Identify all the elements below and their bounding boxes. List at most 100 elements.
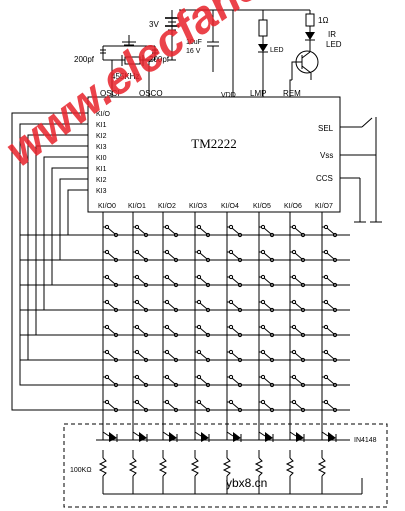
key-switch	[227, 349, 243, 363]
pin-sel: SEL	[318, 124, 334, 133]
pulldown-resistor	[285, 450, 295, 494]
pin-osco: OSCO	[139, 89, 163, 98]
key-switch	[227, 324, 243, 338]
diode-label: IN4148	[354, 437, 377, 444]
key-switch	[163, 349, 179, 363]
key-switch	[259, 274, 275, 288]
key-switch	[163, 399, 179, 413]
pin-left-1: KI1	[96, 122, 107, 129]
pin-bot-0: KI/O0	[98, 203, 116, 210]
ir-led-label: LED	[326, 40, 342, 49]
cap-main-label: 10uF	[186, 39, 202, 46]
pin-left-7: KI3	[96, 188, 107, 195]
key-switch	[227, 399, 243, 413]
key-switch	[227, 274, 243, 288]
key-switch	[133, 299, 149, 313]
pin-bot-1: KI/O1	[128, 203, 146, 210]
pulldown-resistor	[98, 450, 108, 494]
pulldown-resistor	[128, 450, 138, 494]
key-switch	[195, 249, 211, 263]
key-switch	[103, 324, 119, 338]
pin-bot-2: KI/O2	[158, 203, 176, 210]
key-switch	[163, 224, 179, 238]
pin-left-0: KI/O	[96, 111, 111, 118]
key-switch	[227, 224, 243, 238]
key-switch	[227, 249, 243, 263]
key-switch	[163, 324, 179, 338]
key-switch	[163, 274, 179, 288]
right-side	[340, 117, 382, 223]
resistor-label: 1Ω	[318, 16, 328, 25]
key-switch	[103, 224, 119, 238]
key-switch	[133, 399, 149, 413]
key-switch	[290, 249, 306, 263]
pulldown-resistor	[317, 450, 327, 494]
key-switch	[322, 349, 338, 363]
ki-wire	[19, 123, 103, 386]
battery-label: 3V	[149, 20, 159, 29]
key-switch	[290, 349, 306, 363]
key-switch	[195, 224, 211, 238]
key-matrix	[20, 212, 350, 440]
chip-name: TM2222	[191, 136, 237, 151]
key-switch	[103, 374, 119, 388]
resistor-bottom-label: 100KΩ	[70, 467, 92, 474]
key-switch	[163, 374, 179, 388]
pulldown-resistor	[190, 450, 200, 494]
diodes	[96, 431, 363, 495]
pin-left-4: KI0	[96, 155, 107, 162]
key-switch	[163, 249, 179, 263]
ki-wire	[27, 134, 103, 361]
pin-rem: REM	[283, 89, 301, 98]
key-switch	[103, 249, 119, 263]
watermark-main: www.elecfans.com	[0, 0, 357, 176]
key-switch	[195, 399, 211, 413]
ki-wire	[43, 156, 103, 311]
key-switch	[133, 249, 149, 263]
key-switch	[133, 224, 149, 238]
pin-left-3: KI3	[96, 144, 107, 151]
key-switch	[195, 274, 211, 288]
key-switch	[195, 299, 211, 313]
key-switch	[322, 374, 338, 388]
left-pins: KI/O KI1 KI2 KI3 KI0 KI1 KI2 KI3	[96, 111, 111, 195]
key-switch	[103, 299, 119, 313]
crystal	[124, 56, 141, 65]
pin-bot-4: KI/O4	[221, 203, 239, 210]
key-switch	[227, 374, 243, 388]
key-switch	[259, 399, 275, 413]
key-switch	[227, 299, 243, 313]
pulldown-resistor	[254, 450, 264, 494]
key-switch	[133, 349, 149, 363]
watermark-corner: ybx8.cn	[226, 476, 267, 490]
diode-block	[63, 423, 388, 508]
key-switch	[259, 374, 275, 388]
key-switch	[290, 224, 306, 238]
key-switch	[322, 399, 338, 413]
pin-bot-3: KI/O3	[189, 203, 207, 210]
left-wiring	[11, 112, 103, 411]
ki-wire	[51, 167, 103, 286]
key-switch	[290, 274, 306, 288]
key-switch	[259, 299, 275, 313]
crystal-label: 455KHz	[111, 72, 139, 81]
pulldown-resistor	[222, 450, 232, 494]
pin-left-2: KI2	[96, 133, 107, 140]
pin-left-5: KI1	[96, 166, 107, 173]
ki-wire	[67, 189, 103, 236]
pin-vdd: VDD	[221, 92, 236, 99]
ki-wire	[35, 145, 103, 336]
ir-label: IR	[328, 30, 336, 39]
key-switch	[322, 324, 338, 338]
key-switch	[322, 299, 338, 313]
pin-bot-6: KI/O6	[284, 203, 302, 210]
key-switch	[322, 274, 338, 288]
ki-wire	[11, 112, 103, 411]
key-switch	[103, 399, 119, 413]
key-switch	[290, 299, 306, 313]
key-switch	[259, 324, 275, 338]
key-switch	[103, 274, 119, 288]
key-switch	[163, 299, 179, 313]
pin-vss: Vss	[320, 151, 333, 160]
